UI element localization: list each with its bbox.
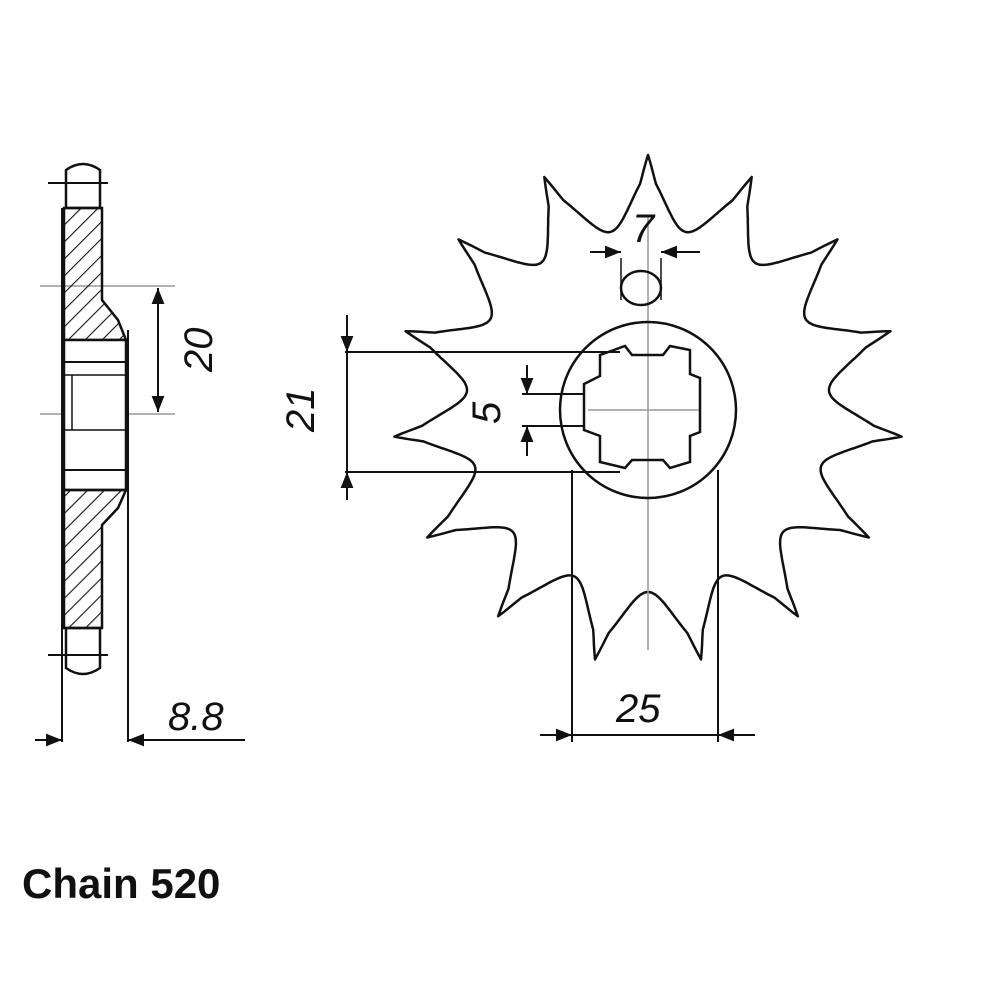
tooth-width-label: 5: [465, 401, 509, 424]
side-top-tooth: [64, 162, 102, 210]
chain-caption: Chain 520: [22, 860, 220, 907]
spline-height-label: 21: [279, 388, 323, 434]
bolt-hole: [619, 269, 663, 307]
front-view: 7 21 5 25: [279, 153, 903, 742]
side-bottom-tooth: [64, 626, 102, 676]
spline-diameter-label: 25: [615, 687, 661, 731]
side-view: 8.8 20: [35, 162, 245, 747]
side-lower-section: [62, 488, 128, 630]
splined-bore: [582, 344, 702, 470]
hub-width-label: 20: [177, 328, 221, 374]
hub-circle: [558, 320, 738, 500]
side-hub: [62, 338, 128, 492]
bolt-hole-label: 7: [632, 207, 656, 251]
thickness-label: 8.8: [168, 695, 224, 739]
side-upper-section: [62, 206, 128, 342]
